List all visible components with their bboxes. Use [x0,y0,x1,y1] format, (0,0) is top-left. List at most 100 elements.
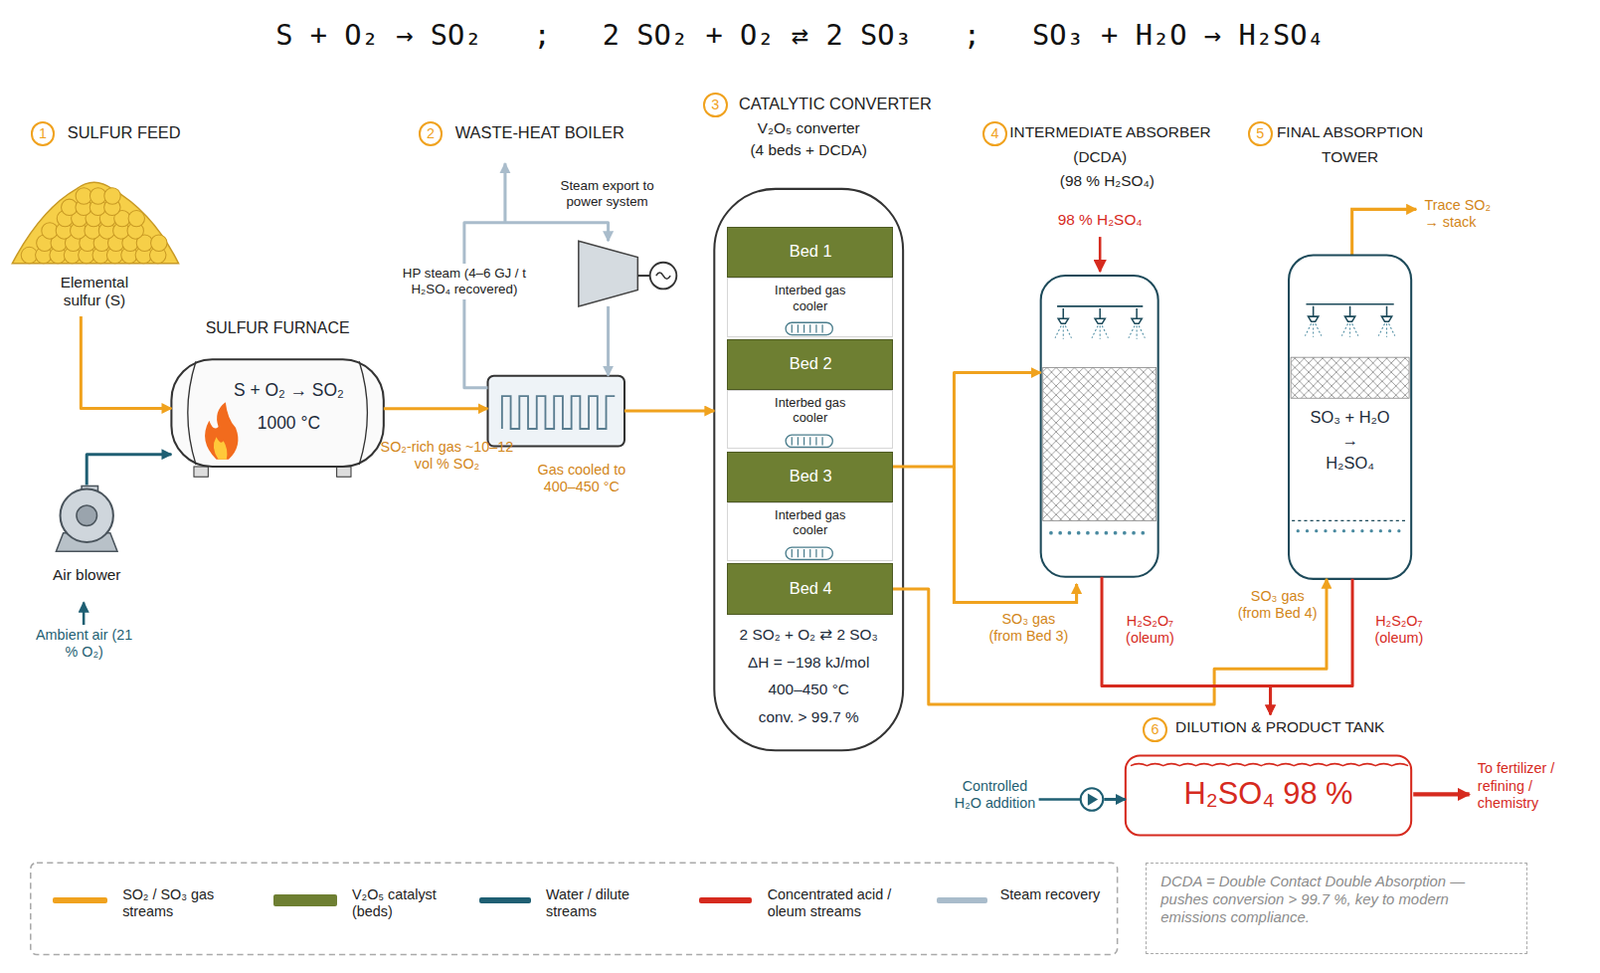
converter-drawing [785,434,833,447]
flow-connector [624,409,714,413]
catalyst-bed: Bed 2 [726,339,893,390]
converter-drawing [713,188,903,750]
node-text: H₂SO₄ 98 % [1125,775,1412,813]
node-text: → [1288,430,1412,451]
tower-drawing [1290,356,1410,398]
node-text: INTERMEDIATE ABSORBER [1008,123,1213,142]
absorber-drawing [1043,366,1157,521]
node-text: (4 beds + DCDA) [704,141,913,160]
furnace-drawing [213,436,227,460]
furnace-drawing [171,358,383,467]
steam-export-drawing [656,272,671,279]
node-text: DILUTION & PRODUCT TANK [1175,717,1412,736]
flow-connector [86,454,172,486]
edge-label: H₂S₂O₇ (oleum) [1116,612,1185,647]
absorber-drawing [1122,531,1127,535]
flow-connector [1103,797,1126,801]
steam-export-drawing [650,262,678,290]
absorber-drawing [1103,531,1108,535]
node-text: Bed 2 [727,354,894,374]
edge-label: H₂S₂O₇ (oleum) [1365,612,1433,647]
flow-connector [1101,576,1271,715]
stream-label: 98 % H₂SO₄ [1049,210,1152,229]
callout-number: 3 [703,92,728,118]
callout-number: 2 [418,121,444,147]
furnace-drawing [171,358,383,477]
node-text: 400–450 °C [713,680,903,699]
callout-number: 5 [1247,121,1273,147]
boiler-drawing [502,395,615,429]
title: S + O₂ → SO₂ ; 2 SO₂ + O₂ ⇄ 2 SO₃ ; SO₃ … [0,17,1600,52]
absorber-drawing [1128,308,1145,340]
absorber-drawing [1041,275,1159,577]
air-blower-drawing [60,489,114,542]
legend-swatch [273,893,338,906]
legend-text: Concentrated acid / oleum streams [767,886,911,920]
steam-turbine: Steam export to power system [578,240,639,307]
legend-swatch [479,896,531,903]
tank-drawing [1039,754,1470,835]
flow-connector [464,222,609,388]
tower-drawing [1397,529,1401,533]
section-heading: CATALYTIC CONVERTER [738,94,932,115]
node-text: Air blower [35,565,139,584]
tower-drawing [1305,303,1394,306]
absorber-drawing [1113,531,1118,535]
node-text: 2 SO₂ + O₂ ⇄ 2 SO₃ [713,625,903,644]
furnace-drawing [193,466,208,477]
edge-label: HP steam (4–6 GJ / t H₂SO₄ recovered) [399,263,529,300]
interbed-cooler: Interbed gas cooler [726,502,893,562]
tank-drawing [1087,792,1098,805]
catalyst-bed: Bed 3 [726,451,893,503]
legend-text: SO₂ / SO₃ gas streams [122,886,235,920]
node-text: Interbed gas cooler [774,507,847,538]
dosing-pump: Controlled H₂O addition [948,773,1104,825]
tank-drawing [1039,797,1081,801]
air-blower-drawing [55,485,118,625]
product-tank: DILUTION & PRODUCT TANK H₂SO₄ 98 % [1125,713,1412,835]
legend-frame [30,862,1118,954]
tower-drawing [1351,529,1355,533]
flow-connector [892,372,1042,467]
air-blower-drawing [76,505,98,527]
tank-drawing [1130,763,1409,766]
air-blower-drawing [82,601,86,625]
legend-swatch [936,896,988,903]
absorber-drawing [1049,531,1054,535]
absorber-drawing [1098,236,1102,272]
interbed-cooler: Interbed gas cooler [726,389,893,450]
edge-label: SO₃ gas (from Bed 4) [1235,587,1321,622]
flow-connector [80,316,172,408]
waste-heat-boiler: Gas cooled to 400–450 °C [487,375,625,447]
node-text: Gas cooled to 400–450 °C [520,461,643,496]
tower-drawing [1360,529,1364,533]
legend-text: Water / dilute streams [545,886,664,920]
sulfur-pile-drawing [151,234,168,251]
flow-connector [383,406,489,410]
node-text: Interbed gas cooler [774,394,847,426]
tower-drawing [1370,529,1374,533]
tower-drawing [1288,208,1417,578]
sulfur-pile-drawing [11,181,178,264]
sulfur-pile-drawing [128,209,145,226]
node-text: FINAL ABSORPTION [1247,123,1452,142]
node-text: Elemental sulfur (S) [45,273,143,311]
tower-drawing [1296,529,1300,533]
node-text: ΔH = −198 kJ/mol [713,653,903,672]
catalytic-converter: V₂O₅ converter(4 beds + DCDA)2 SO₂ + O₂ … [713,188,903,750]
node-text: S + O₂ → SO₂ [211,379,365,401]
legend-frame [30,862,1118,954]
section-heading: SULFUR FEED [67,123,181,144]
steam-export-drawing [637,274,650,277]
node-text: Steam export to power system [550,177,664,210]
node-text: SULFUR FURNACE [151,318,404,338]
node-text: Controlled H₂O addition [948,777,1041,812]
legend-swatch [52,896,107,903]
tank-drawing [1413,791,1469,796]
tower-drawing [1352,208,1418,255]
node-text: V₂O₅ converter [704,119,913,138]
node-text: SO₃ + H₂O [1288,407,1412,428]
boiler-drawing [487,375,625,447]
